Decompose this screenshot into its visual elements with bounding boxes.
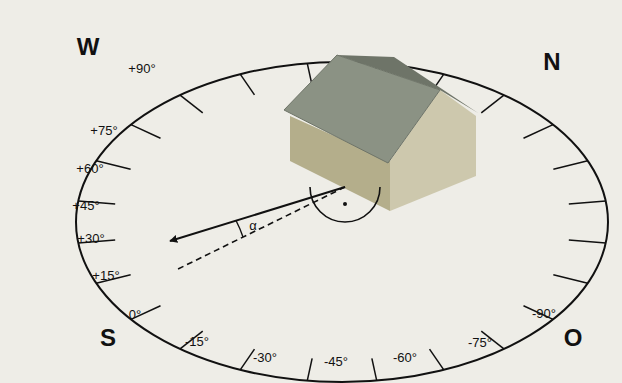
- degree-label: -60°: [393, 351, 417, 364]
- compass-tick: [240, 74, 254, 95]
- degree-label: +75°: [90, 124, 117, 137]
- degree-label: -15°: [185, 335, 209, 348]
- house: [284, 55, 478, 211]
- orientation-arrow: [170, 187, 345, 241]
- degree-label: -90°: [532, 307, 556, 320]
- cardinal-letter: N: [543, 50, 560, 74]
- normal-line: [176, 187, 345, 270]
- compass-tick: [481, 95, 504, 113]
- right-angle-dot: [343, 202, 347, 206]
- degree-label: -45°: [324, 355, 348, 368]
- compass-tick: [569, 201, 606, 204]
- degree-label: +60°: [76, 162, 103, 175]
- degree-label: 0°: [129, 308, 141, 321]
- compass-tick: [553, 275, 587, 284]
- cardinal-letter: S: [100, 326, 116, 350]
- degree-label: -30°: [253, 351, 277, 364]
- compass-tick: [430, 349, 444, 370]
- degree-label: +30°: [77, 232, 104, 245]
- angle-symbol: α: [249, 219, 257, 232]
- degree-label: +45°: [72, 199, 99, 212]
- degree-label: -75°: [468, 336, 492, 349]
- compass-tick: [523, 125, 553, 139]
- cardinal-letter: O: [564, 326, 583, 350]
- compass-tick: [569, 240, 606, 243]
- right-angle-arc: [310, 187, 380, 222]
- compass-tick: [180, 95, 203, 113]
- angle-arc: [236, 221, 243, 238]
- compass-tick: [131, 125, 161, 139]
- compass-tick: [240, 349, 254, 370]
- house-roof: [284, 55, 440, 163]
- compass-tick: [307, 358, 312, 380]
- compass-tick: [553, 161, 587, 170]
- degree-label: +15°: [92, 269, 119, 282]
- cardinal-letter: W: [77, 35, 100, 59]
- compass-tick: [372, 358, 377, 380]
- degree-label: +90°: [128, 62, 155, 75]
